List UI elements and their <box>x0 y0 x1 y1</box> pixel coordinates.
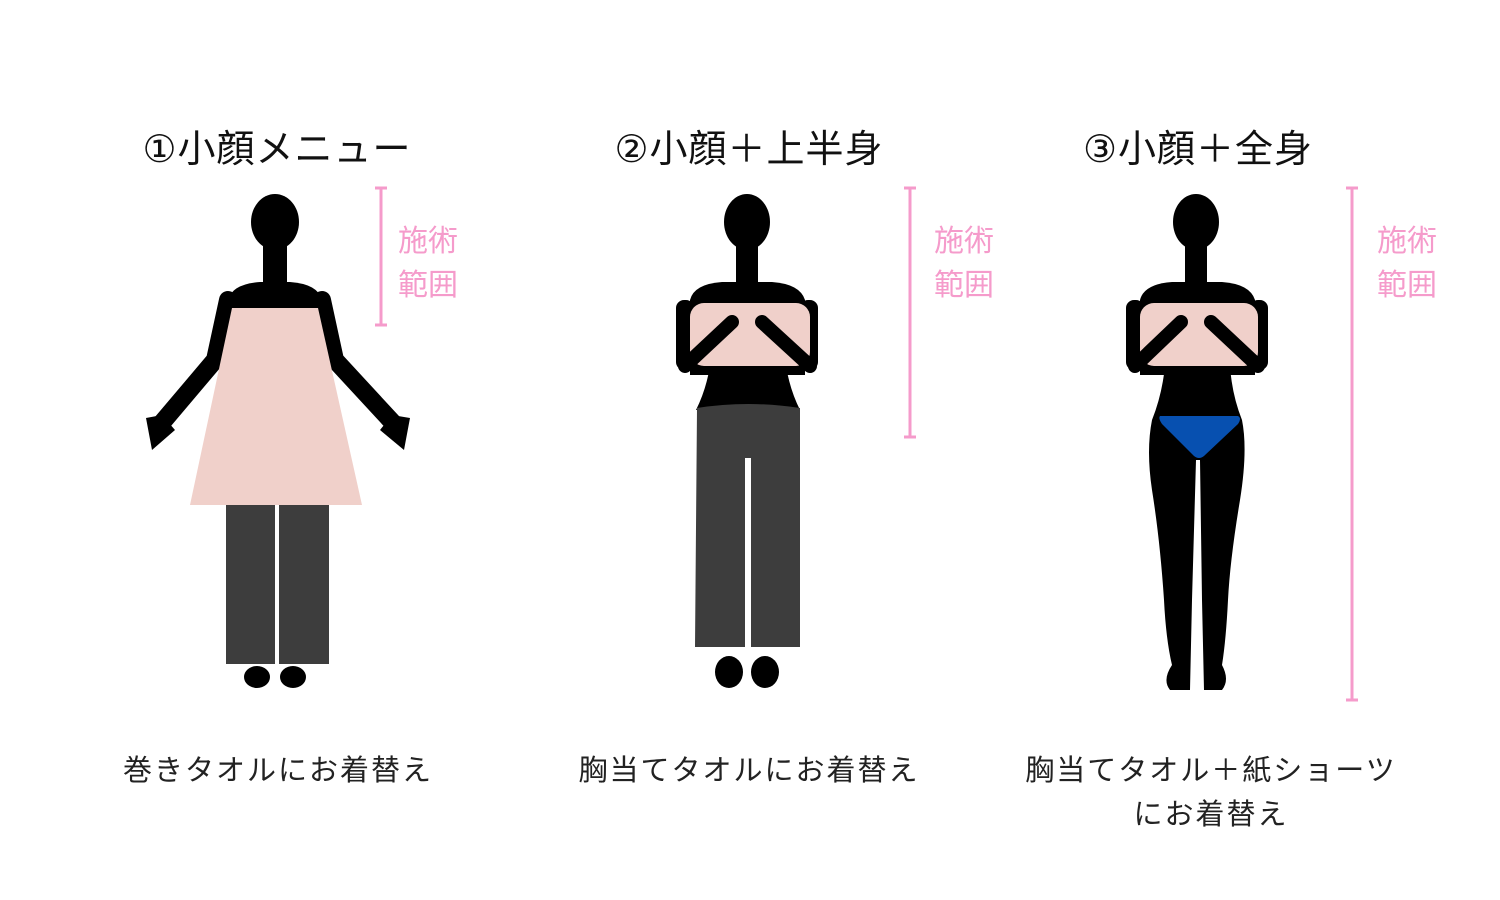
pants <box>695 404 800 647</box>
range-label-line-2: 範囲 <box>1377 268 1437 303</box>
figure-2-chest-towel <box>676 194 818 688</box>
wrap-towel <box>190 308 362 505</box>
panel-3-caption: 胸当てタオル＋紙ショーツ にお着替え <box>1025 748 1396 836</box>
pants-right <box>279 505 329 664</box>
panel-1-title: ①小顔メニュー <box>142 127 412 171</box>
body-legs <box>1149 366 1245 690</box>
caption-line-2: にお着替え <box>1133 797 1289 831</box>
panel-1-caption: 巻きタオルにお着替え <box>123 748 433 792</box>
chest-towel <box>690 303 810 366</box>
panel-1-range-label: 施術 範囲 <box>398 220 468 308</box>
panel-2-title: ②小顔＋上半身 <box>614 127 884 171</box>
range-label-line-1: 施術 <box>398 224 458 259</box>
range-label-line-2: 範囲 <box>398 268 458 303</box>
panel-3-title: ③小顔＋全身 <box>1082 127 1314 171</box>
pants-left <box>226 505 275 664</box>
caption-line-1: 胸当てタオルにお着替え <box>578 753 920 787</box>
figure-3-chest-towel-paper-shorts <box>1126 194 1268 690</box>
caption-line-1: 胸当てタオル＋紙ショーツ <box>1025 753 1397 787</box>
figure-1-wrap-towel <box>146 194 410 688</box>
panel-3-range-label: 施術 範囲 <box>1377 220 1447 308</box>
range-label-line-1: 施術 <box>1377 224 1437 259</box>
panel-2-caption: 胸当てタオルにお着替え <box>578 748 919 792</box>
chest-towel <box>1140 303 1258 366</box>
panel-2-range-label: 施術 範囲 <box>934 220 1004 308</box>
paper-shorts <box>1159 416 1240 458</box>
range-label-line-2: 範囲 <box>934 268 994 303</box>
range-label-line-1: 施術 <box>934 224 994 259</box>
caption-line-1: 巻きタオルにお着替え <box>122 753 434 787</box>
